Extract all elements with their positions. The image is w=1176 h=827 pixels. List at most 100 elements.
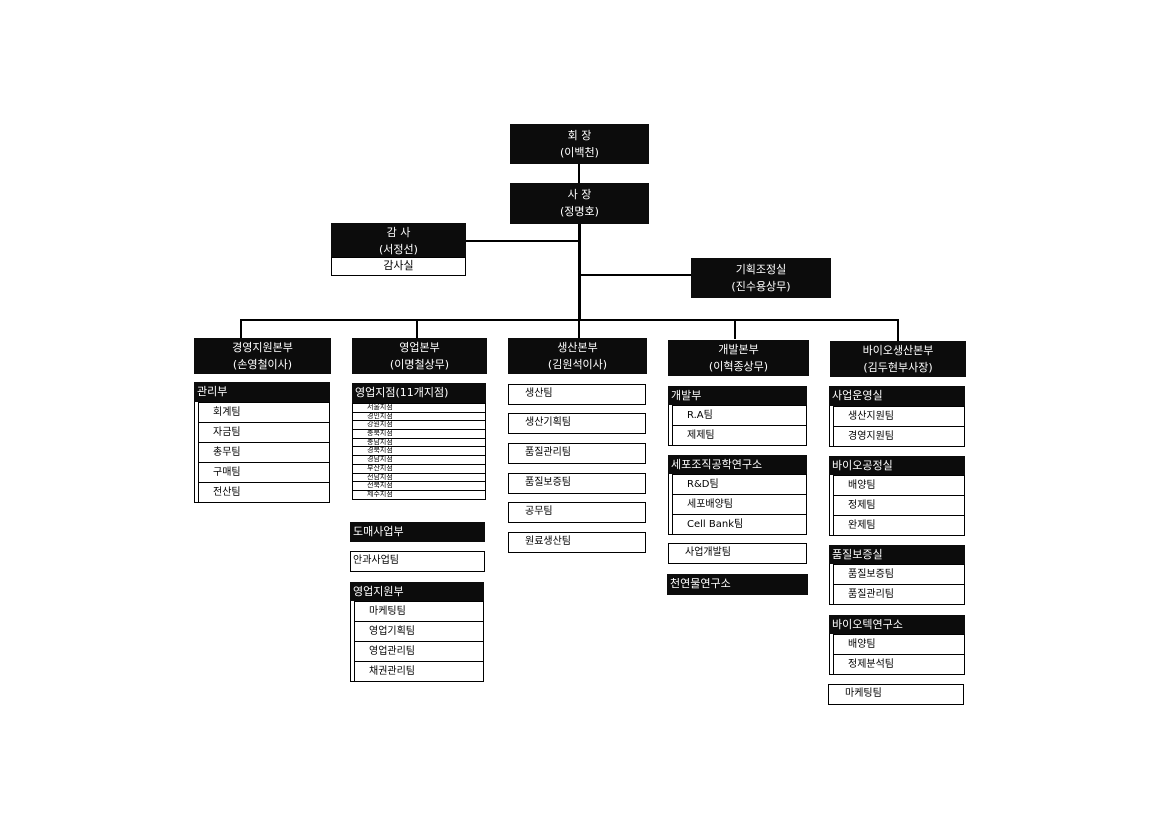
audit-title: 감 사 [386, 226, 411, 239]
dept-header-dev: 개발부 [668, 386, 807, 406]
team-item: 영업관리팀 [354, 641, 483, 661]
dept-header-bio-plant: 바이오공정실 [829, 456, 965, 476]
team-list-sales-support: 마케팅팀 영업기획팀 영업관리팀 채권관리팀 [350, 601, 484, 682]
connector-audit [465, 240, 579, 242]
president-title: 사 장 [567, 188, 592, 201]
division-head: (손영철이사) [232, 358, 293, 371]
team-label: 사업개발팀 [685, 547, 731, 558]
team-label: 공무팀 [525, 506, 553, 517]
branch-item: 전북지점 [353, 481, 485, 490]
planning-name: (진수용상무) [731, 280, 791, 293]
division-head: (이혁종상무) [708, 360, 769, 373]
division-title: 영업본부 [399, 341, 440, 354]
division-mgmt: 경영지원본부 (손영철이사) [194, 338, 331, 374]
branch-item: 경북지점 [353, 446, 485, 455]
connector-div2 [416, 319, 418, 339]
division-production: 생산본부 (김원석이사) [508, 338, 647, 374]
branch-item: 제주지점 [353, 489, 485, 499]
team-label: 안과사업팀 [353, 555, 399, 566]
team-box-bizdev: 사업개발팀 [668, 543, 807, 564]
team-box-production: 품질보증팀 [508, 473, 646, 494]
team-item: 품질관리팀 [833, 584, 964, 604]
dept-header-bio-lab: 바이오텍연구소 [829, 615, 965, 635]
connector-ceo-president [578, 164, 580, 183]
branch-item: 경인지점 [353, 411, 485, 421]
connector-div4 [734, 319, 736, 339]
branch-item: 충북지점 [353, 429, 485, 438]
division-sales: 영업본부 (이명철상무) [352, 338, 487, 374]
division-title: 바이오생산본부 [862, 344, 934, 357]
team-item: 경영지원팀 [833, 426, 964, 446]
dept-header-bio-ops: 사업운영실 [829, 386, 965, 406]
planning-box: 기획조정실 (진수용상무) [691, 258, 831, 298]
dept-header-mgmt: 관리부 [194, 382, 330, 402]
team-item: 정제팀 [833, 495, 964, 515]
team-item: R.A팀 [672, 405, 806, 425]
team-item: 배양팀 [833, 634, 964, 654]
branch-item: 충남지점 [353, 437, 485, 447]
team-list-mgmt: 회계팀 자금팀 총무팀 구매팀 전산팀 [194, 402, 330, 503]
team-item: Cell Bank팀 [672, 514, 806, 534]
team-list-bio-lab: 배양팀 정제분석팀 [829, 634, 965, 675]
connector-div5 [897, 319, 899, 341]
team-list-bio-qa: 품질보증팀 품질관리팀 [829, 564, 965, 605]
division-head: (김원석이사) [547, 358, 608, 371]
audit-name: (서정선) [379, 243, 418, 256]
division-head: (김두현부사장) [863, 361, 933, 374]
team-item: 배양팀 [833, 475, 964, 495]
audit-office-box: 감사실 [331, 257, 466, 276]
team-item: 마케팅팀 [354, 601, 483, 621]
team-label: 생산기획팀 [525, 417, 571, 428]
division-head: (이명철상무) [389, 358, 450, 371]
team-item: 품질보증팀 [833, 564, 964, 584]
division-title: 경영지원본부 [232, 341, 293, 354]
connector-planning [579, 274, 691, 276]
planning-title: 기획조정실 [735, 263, 787, 276]
audit-box: 감 사 (서정선) [331, 223, 466, 258]
branch-list: 서울지점 경인지점 강원지점 충북지점 충남지점 경북지점 경남지점 부산지점 … [352, 403, 486, 500]
audit-office-label: 감사실 [383, 259, 414, 272]
team-list-dev: R.A팀 제제팀 [668, 405, 807, 446]
dept-header-natural-lab: 천연물연구소 [667, 574, 808, 595]
team-item: 영업기획팀 [354, 621, 483, 641]
ceo-name: (이백천) [560, 146, 599, 159]
dept-header-branches: 영업지점(11개지점) [352, 383, 486, 403]
dept-header-bio-qa: 품질보증실 [829, 545, 965, 565]
ceo-title: 회 장 [567, 129, 592, 142]
team-item: R&D팀 [672, 474, 806, 494]
team-item: 정제분석팀 [833, 654, 964, 674]
team-item: 구매팀 [198, 462, 329, 482]
team-label: 원료생산팀 [525, 536, 571, 547]
team-box-production: 원료생산팀 [508, 532, 646, 553]
team-box-production: 생산기획팀 [508, 413, 646, 434]
team-item: 완제팀 [833, 515, 964, 535]
connector-div3 [578, 319, 580, 339]
branch-item: 부산지점 [353, 463, 485, 473]
connector-trunk [578, 224, 581, 320]
team-label: 마케팅팀 [845, 688, 882, 699]
division-title: 생산본부 [557, 341, 598, 354]
team-label: 품질관리팀 [525, 447, 571, 458]
connector-divisions-bus [240, 319, 899, 321]
team-box-production: 공무팀 [508, 502, 646, 523]
team-item: 자금팀 [198, 422, 329, 442]
branch-item: 전남지점 [353, 472, 485, 482]
dept-header-sales-support: 영업지원부 [350, 582, 484, 602]
branch-item: 서울지점 [353, 403, 485, 412]
team-box-production: 생산팀 [508, 384, 646, 405]
team-item: 세포배양팀 [672, 494, 806, 514]
division-title: 개발본부 [718, 343, 759, 356]
team-box-production: 품질관리팀 [508, 443, 646, 464]
team-item: 전산팀 [198, 482, 329, 502]
branch-item: 경남지점 [353, 455, 485, 464]
president-box: 사 장 (정명호) [510, 183, 649, 224]
president-name: (정명호) [560, 205, 599, 218]
team-list-bio-ops: 생산지원팀 경영지원팀 [829, 406, 965, 447]
team-label: 생산팀 [525, 388, 553, 399]
dept-header-dev-lab: 세포조직공학연구소 [668, 455, 807, 475]
team-item: 생산지원팀 [833, 406, 964, 426]
ceo-box: 회 장 (이백천) [510, 124, 649, 164]
team-item: 채권관리팀 [354, 661, 483, 681]
team-box-ophthalmic: 안과사업팀 [350, 551, 485, 572]
division-dev: 개발본부 (이혁종상무) [668, 340, 809, 376]
